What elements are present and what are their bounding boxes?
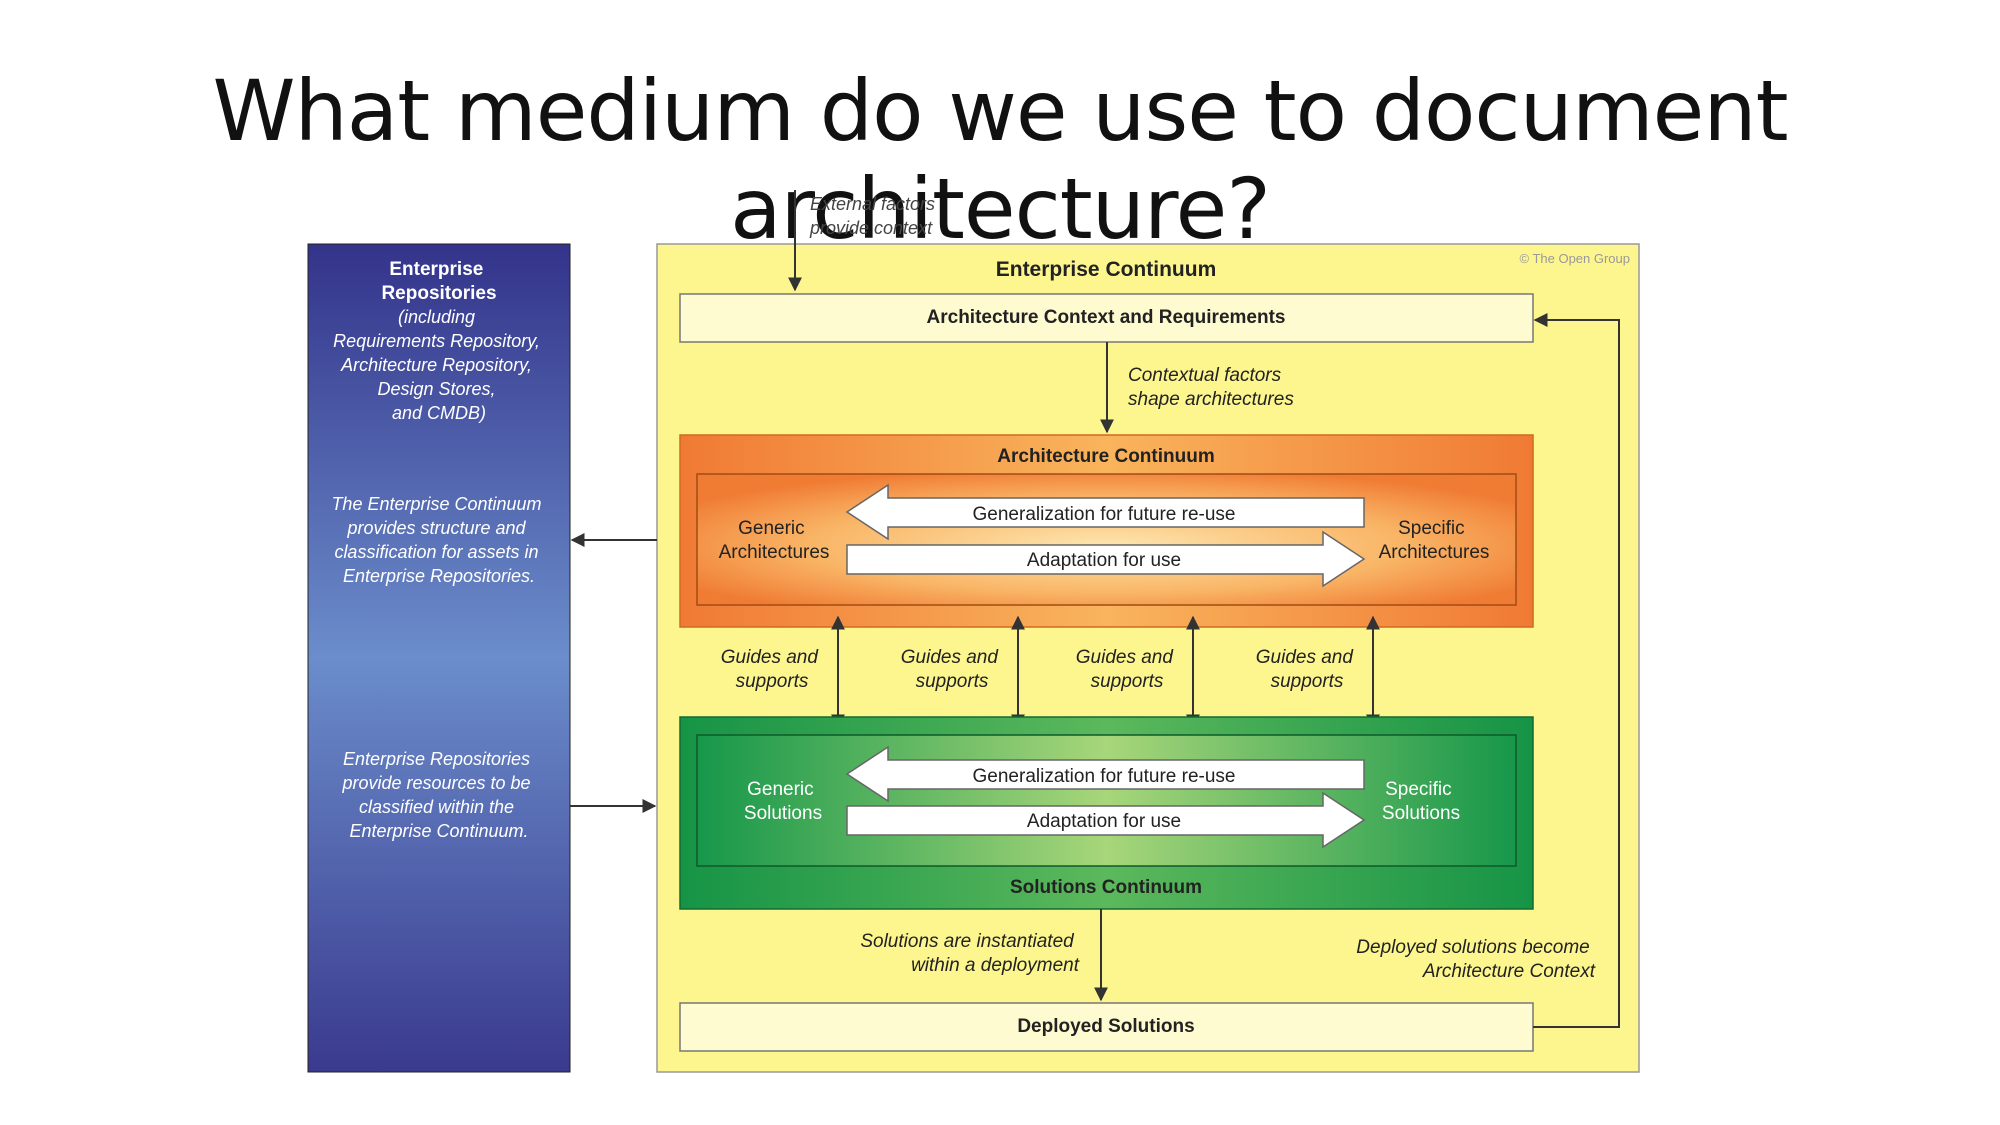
solutions-continuum-inner: [696, 734, 1517, 867]
deployed-solutions-box: [679, 1002, 1534, 1052]
sol-generalization-label: Generalization for future re-use: [973, 766, 1236, 787]
repositories-resources-note: Enterprise Repositories provide resource…: [341, 749, 535, 841]
solutions-continuum-title: Solutions Continuum: [1010, 877, 1202, 898]
repositories-title: Enterprise Repositories: [381, 259, 496, 304]
external-factors-label: External factors provide context: [809, 194, 940, 238]
copyright-label: © The Open Group: [1519, 251, 1630, 266]
enterprise-repositories-panel: [307, 243, 571, 1073]
deployed-solutions-label: Deployed Solutions: [1017, 1016, 1194, 1037]
architecture-continuum-inner: [696, 473, 1517, 606]
enterprise-continuum-title: Enterprise Continuum: [996, 258, 1217, 281]
deployed-become-label: Deployed solutions become Architecture C…: [1356, 937, 1595, 982]
guides-label-1: Guides and supports: [721, 647, 823, 692]
arch-generalization-label: Generalization for future re-use: [973, 504, 1236, 525]
sol-adaptation-arrow-shape: [846, 791, 1366, 849]
specific-architectures-label: Specific Architectures: [1379, 518, 1490, 563]
specific-solutions-label: Specific Solutions: [1382, 779, 1460, 824]
instantiated-label: Solutions are instantiated within a depl…: [860, 931, 1079, 976]
architecture-continuum-title: Architecture Continuum: [997, 446, 1214, 467]
guides-label-4: Guides and supports: [1256, 647, 1358, 692]
sol-generalization-arrow-shape: [845, 745, 1365, 803]
repositories-structure-note: The Enterprise Continuum provides struct…: [331, 494, 546, 586]
arch-generalization-arrow-shape: [845, 483, 1365, 541]
generic-solutions-label: Generic Solutions: [744, 779, 822, 824]
slide-title: What medium do we use to document archit…: [212, 62, 1788, 258]
guides-label-2: Guides and supports: [901, 647, 1003, 692]
sol-adaptation-label: Adaptation for use: [1027, 811, 1181, 832]
contextual-factors-label: Contextual factors shape architectures: [1128, 365, 1294, 410]
repositories-subtitle: (including Requirements Repository, Arch…: [333, 307, 545, 423]
architecture-context-label: Architecture Context and Requirements: [927, 307, 1286, 328]
arch-adaptation-arrow-shape: [846, 530, 1366, 588]
generic-architectures-label: Generic Architectures: [719, 518, 830, 563]
feedback-loop-arrow: [1533, 313, 1620, 1028]
guides-label-3: Guides and supports: [1076, 647, 1178, 692]
arch-adaptation-label: Adaptation for use: [1027, 550, 1181, 571]
enterprise-continuum-panel: [656, 243, 1640, 1073]
